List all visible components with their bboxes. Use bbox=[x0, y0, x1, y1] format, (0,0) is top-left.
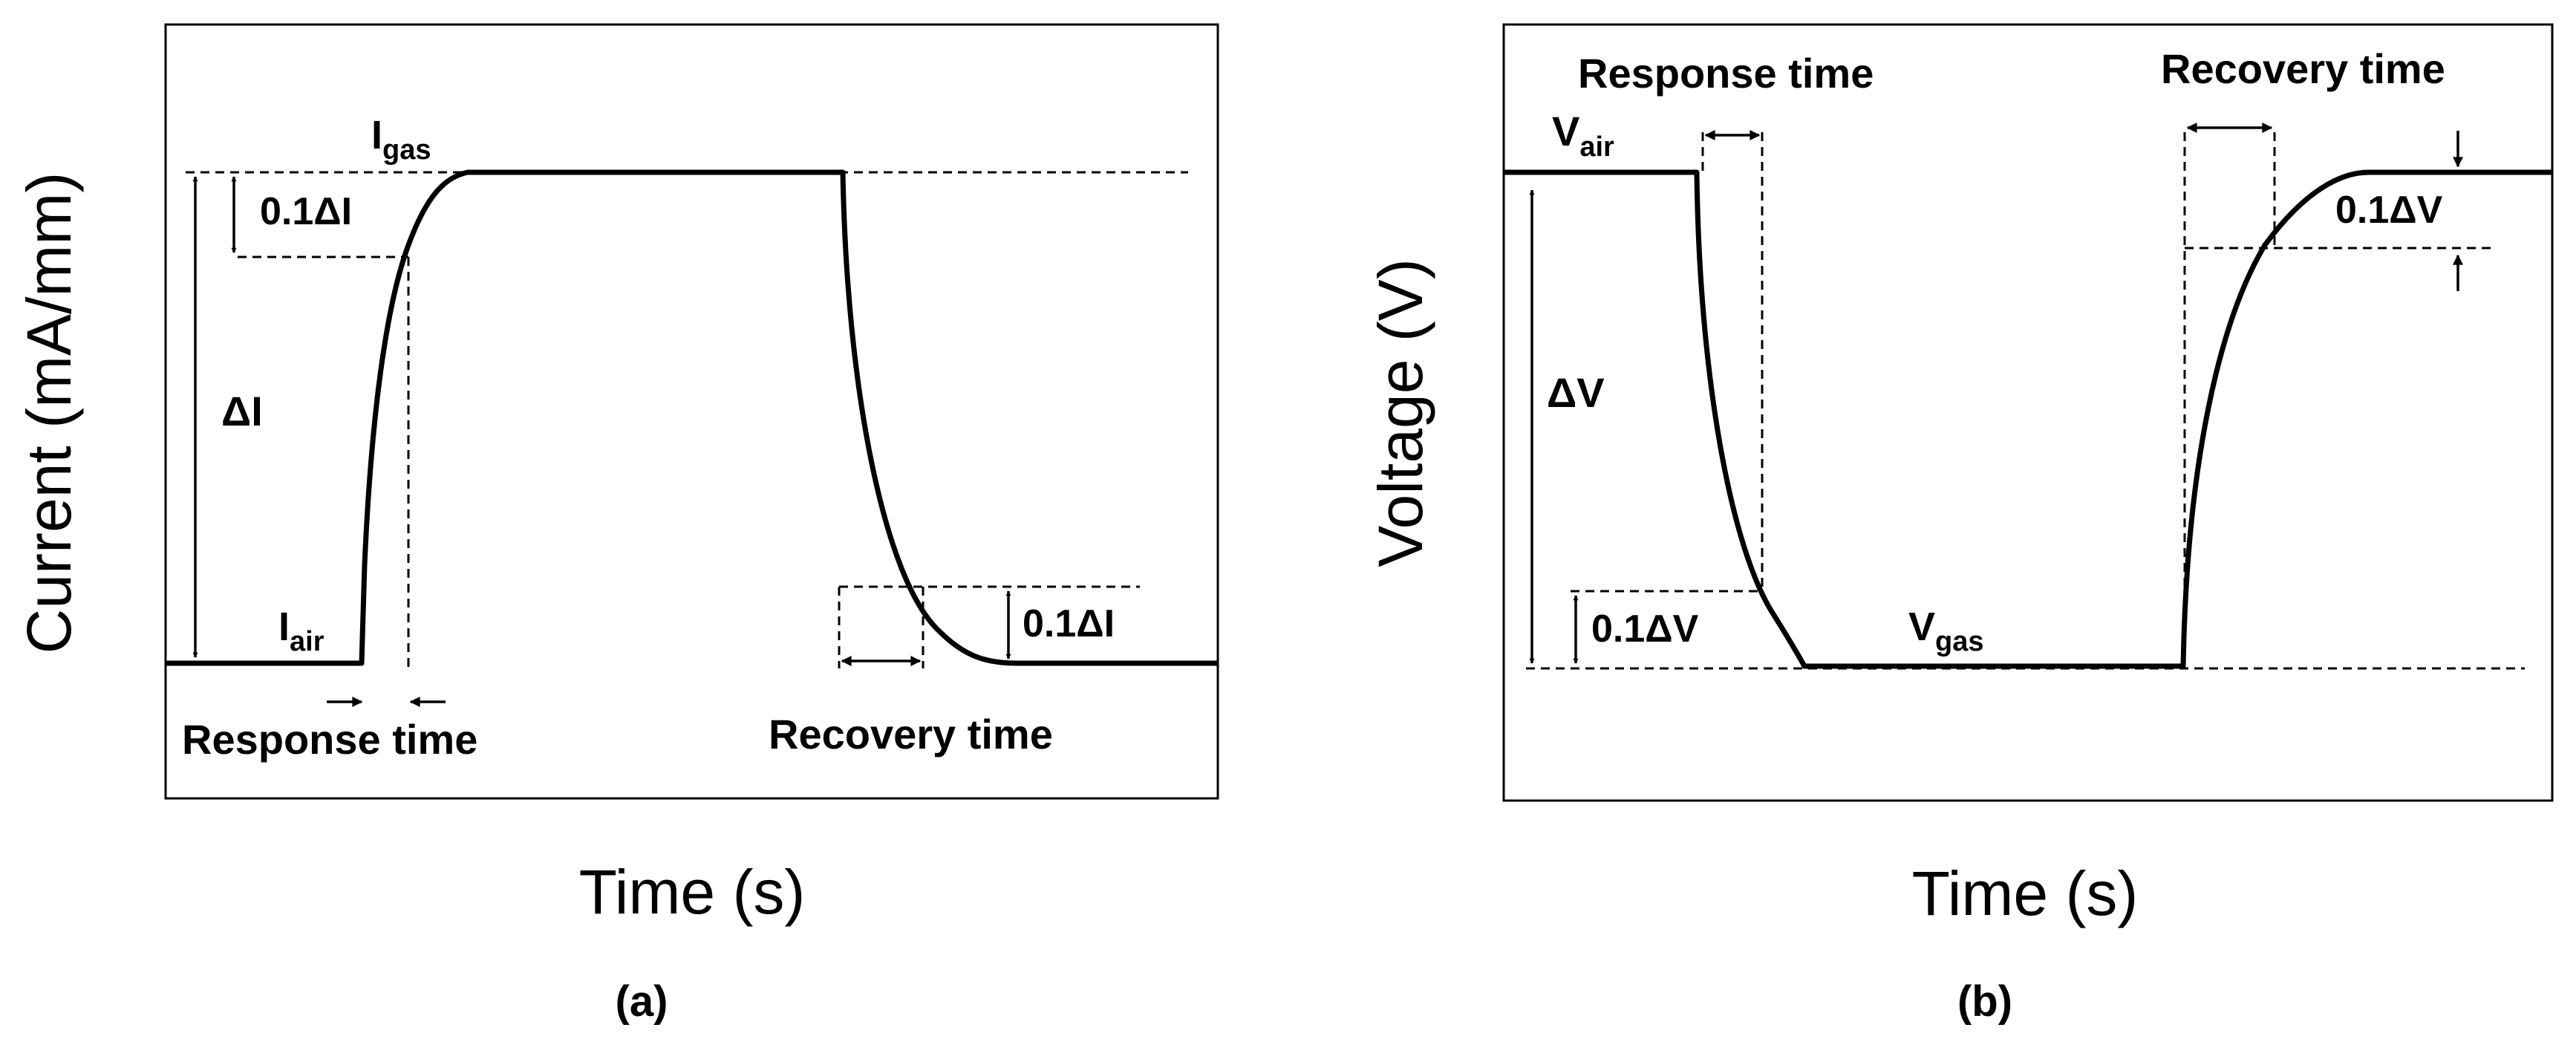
panel-b: Vair Vgas ΔV 0.1ΔV 0.1ΔV Response time R… bbox=[1366, 23, 2554, 1026]
panel-a-threshold-top-label: 0.1ΔI bbox=[260, 190, 352, 233]
panel-b-x-axis-label: Time (s) bbox=[1912, 859, 2139, 928]
panel-a-current-curve bbox=[166, 169, 1218, 666]
panel-a-recovery-label: Recovery time bbox=[769, 711, 1053, 758]
panel-b-frame bbox=[1502, 23, 2554, 802]
panel-b-high-level-label: Vair bbox=[1552, 108, 1614, 163]
panel-a-x-axis-label: Time (s) bbox=[579, 857, 806, 927]
panel-b-delta-label: ΔV bbox=[1547, 369, 1605, 416]
panel-b-low-level-label: Vgas bbox=[1908, 605, 1984, 657]
panel-a-low-level-label: Iair bbox=[278, 605, 325, 657]
panel-b-caption: (b) bbox=[1957, 977, 2012, 1026]
panel-a-frame bbox=[164, 23, 1219, 800]
panel-a-threshold-bottom-label: 0.1ΔI bbox=[1023, 602, 1115, 645]
panel-b-threshold-top-label: 0.1ΔV bbox=[2335, 189, 2443, 232]
panel-a-response-label: Response time bbox=[182, 716, 477, 763]
panel-b-threshold-bottom-label: 0.1ΔV bbox=[1591, 608, 1699, 651]
panel-b-response-label: Response time bbox=[1578, 50, 1874, 97]
panel-a-y-axis-label: Current (mA/mm) bbox=[14, 172, 84, 654]
panel-b-y-axis-label: Voltage (V) bbox=[1366, 258, 1435, 567]
panel-a-delta-label: ΔI bbox=[221, 388, 263, 434]
panel-b-recovery-label: Recovery time bbox=[2161, 45, 2445, 92]
panel-a: Igas Iair ΔI 0.1ΔI 0.1ΔI Response time R… bbox=[14, 23, 1219, 1026]
panel-a-high-level-label: Igas bbox=[371, 113, 431, 166]
panel-a-caption: (a) bbox=[616, 977, 668, 1026]
